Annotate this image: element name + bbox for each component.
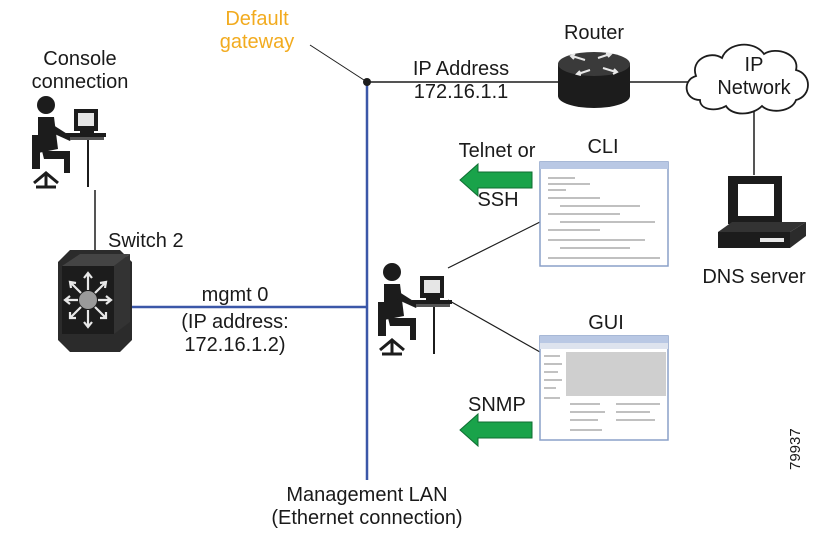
- ssh-label: SSH: [477, 189, 519, 211]
- arrow-left-icon: [459, 412, 533, 448]
- telnet-label: Telnet or: [458, 140, 536, 162]
- gui-label: GUI: [588, 312, 624, 334]
- dns-server-label: DNS server: [702, 266, 806, 288]
- ip-network-label: IP Network: [704, 54, 804, 100]
- cli-label: CLI: [587, 136, 619, 158]
- mgmt-line2: (IP address:: [181, 311, 289, 333]
- console-label-line2: connection: [31, 71, 129, 93]
- pc-cli-link: [447, 221, 541, 269]
- switch-icon: [58, 250, 132, 352]
- pc-gui-link: [447, 299, 541, 353]
- router-label: Router: [563, 22, 625, 44]
- ip-network-line1: IP: [744, 54, 764, 76]
- default-gateway-label: Default gateway: [212, 8, 302, 54]
- dns-server-icon: [718, 176, 806, 248]
- console-connection-label: Console connection: [18, 48, 142, 94]
- lan-label-line1: Management LAN: [286, 484, 448, 506]
- mgmt-line1: mgmt 0: [201, 284, 269, 306]
- console-operator-icon: [30, 94, 108, 189]
- figure-number: 79937: [787, 428, 804, 470]
- console-label-line1: Console: [43, 48, 117, 70]
- management-lan-label: Management LAN (Ethernet connection): [262, 484, 472, 530]
- gateway-label-line1: Default: [225, 8, 289, 30]
- ip-network-line2: Network: [717, 77, 791, 99]
- router-icon: [558, 52, 630, 108]
- cloud-icon: [685, 43, 809, 115]
- snmp-label: SNMP: [468, 394, 526, 416]
- gui-window-icon: [539, 335, 669, 441]
- lan-operator-icon: [376, 261, 454, 356]
- ip-address-label: IP Address 172.16.1.1: [396, 58, 526, 104]
- gateway-pointer: [309, 44, 368, 83]
- lan-label-line2: (Ethernet connection): [271, 507, 463, 529]
- cli-window-icon: [539, 161, 669, 267]
- mgmt-line3: 172.16.1.2): [184, 334, 286, 356]
- mgmt-label: mgmt 0 (IP address: 172.16.1.2): [150, 284, 320, 357]
- gateway-junction: [363, 78, 371, 86]
- arrow-left-icon: [459, 162, 533, 198]
- connection-lines: [94, 44, 755, 353]
- switch-label: Switch 2: [108, 230, 184, 252]
- gateway-label-line2: gateway: [219, 31, 295, 53]
- ip-address-title: IP Address: [412, 58, 510, 80]
- ip-address-value: 172.16.1.1: [413, 81, 509, 103]
